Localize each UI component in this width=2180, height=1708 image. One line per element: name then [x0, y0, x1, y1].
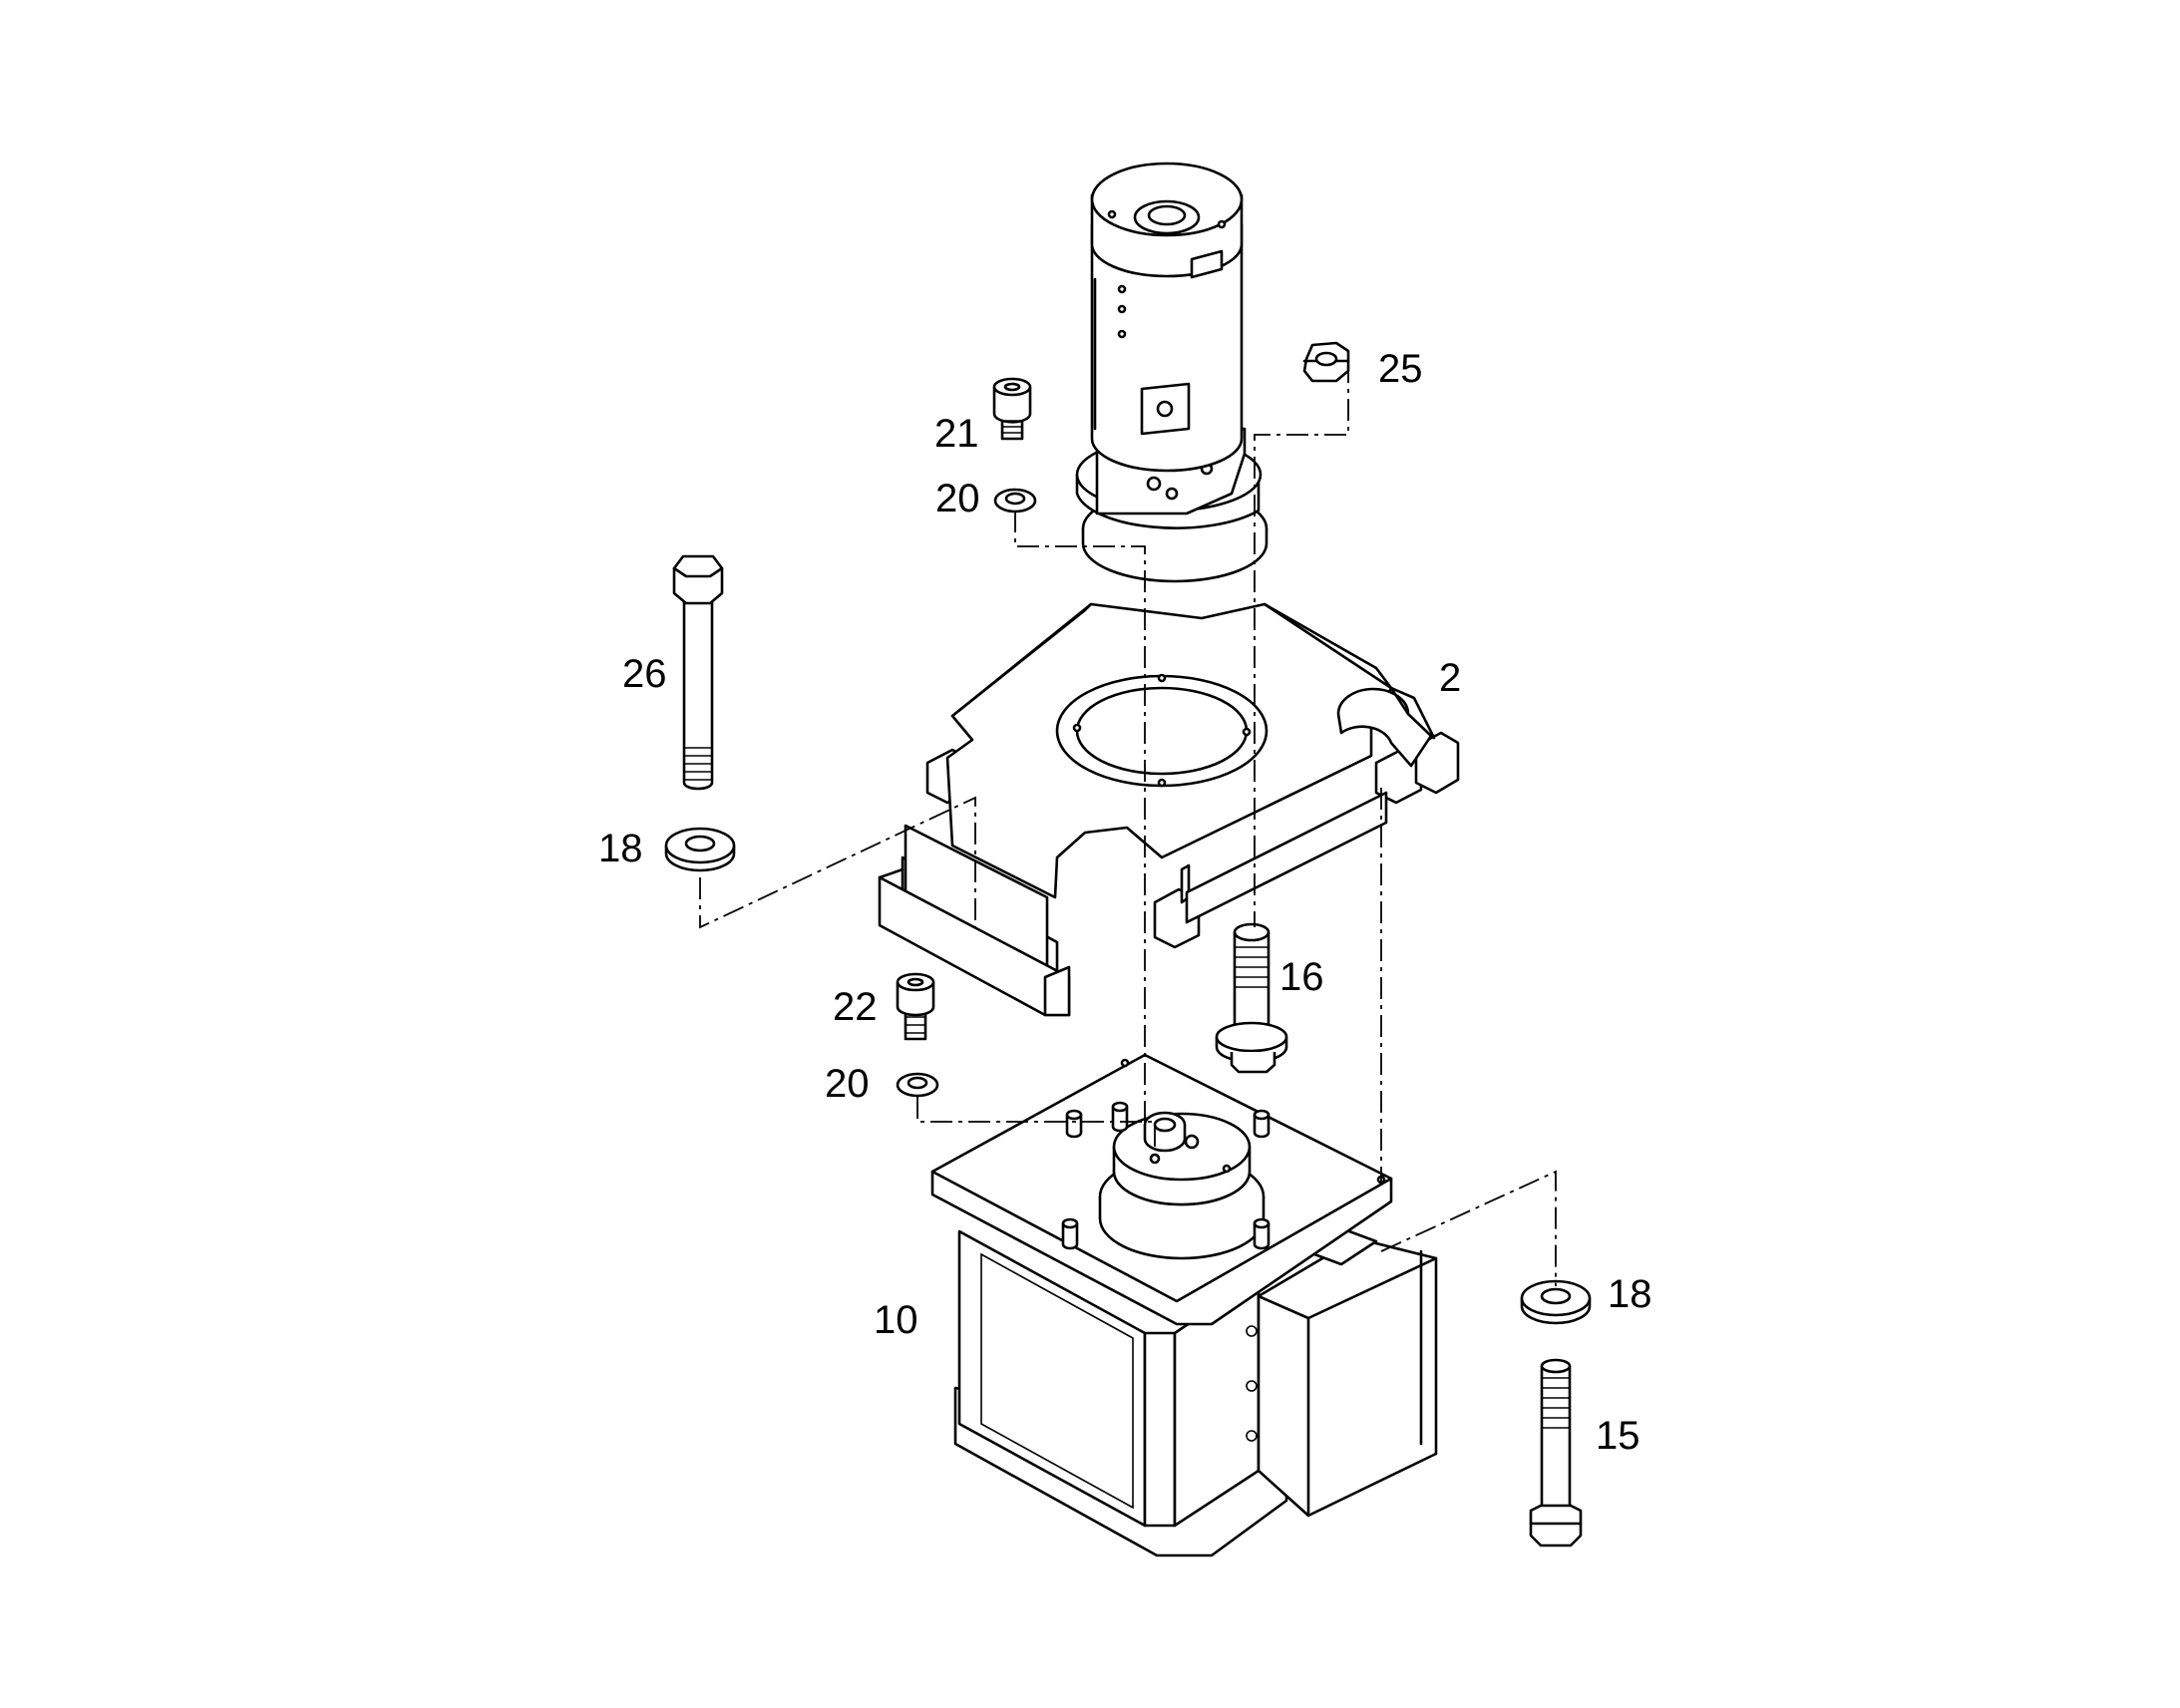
callout-2: 2 — [1439, 656, 1461, 700]
assembly-centerlines — [699, 361, 1557, 1286]
callout-26: 26 — [622, 652, 667, 696]
hex-bolt-part-15 — [1529, 1358, 1583, 1547]
washer-part-20-upper — [993, 488, 1037, 513]
washer-part-20-lower — [896, 1072, 939, 1098]
socket-screw-part-22 — [896, 972, 935, 1041]
dowel-pins — [1061, 1101, 1271, 1250]
gearbox-housing-part-10 — [930, 1053, 1438, 1557]
callout-labels: 2 10 15 16 18 18 20 20 21 22 25 26 — [598, 347, 1652, 1458]
callout-16: 16 — [1279, 955, 1324, 999]
callout-15: 15 — [1596, 1414, 1640, 1458]
flat-washer-part-18-right — [1520, 1279, 1592, 1325]
flange-bolt-part-16 — [1215, 922, 1288, 1074]
motor-assembly — [1075, 162, 1269, 583]
callout-20-lower: 20 — [825, 1062, 870, 1106]
callout-20-upper: 20 — [935, 477, 980, 520]
callout-22: 22 — [833, 985, 878, 1029]
flat-washer-part-18-left — [664, 827, 736, 872]
callout-25: 25 — [1378, 347, 1423, 391]
hex-bolt-part-26 — [672, 554, 724, 791]
callout-10: 10 — [874, 1298, 918, 1342]
socket-screw-part-21 — [992, 377, 1032, 441]
callout-21: 21 — [934, 412, 979, 456]
frame-bracket-part-2 — [878, 602, 1460, 1017]
callout-18-right: 18 — [1608, 1272, 1652, 1316]
callout-18-left: 18 — [598, 827, 643, 870]
hex-nut-part-25 — [1302, 341, 1350, 383]
